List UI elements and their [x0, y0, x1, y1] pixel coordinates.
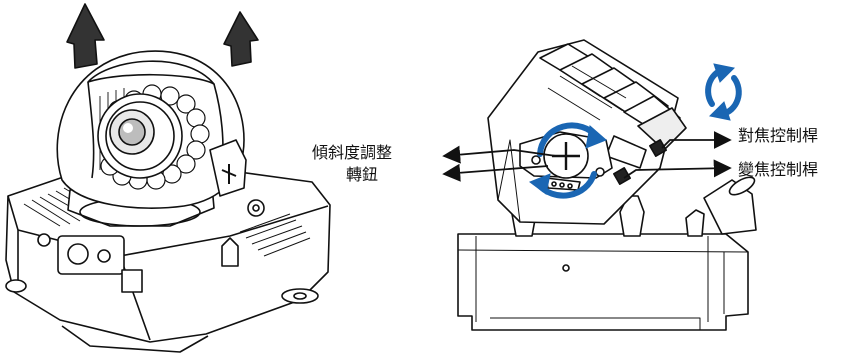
tilt-leader-arrow-upper	[442, 145, 557, 164]
tilt-rotation-arrows	[528, 122, 607, 199]
zoom-lever-label: 變焦控制桿	[738, 160, 819, 179]
leader-lines	[442, 131, 732, 182]
dome-camera-illustration	[5, 3, 331, 353]
focus-lever-label: 對焦控制桿	[738, 126, 819, 145]
focus-leader-arrow	[661, 131, 732, 149]
rotate-lens-icon	[705, 63, 742, 121]
tilt-knob-label: 傾斜度調整	[312, 143, 393, 162]
tilt-knob-label-line2: 轉鈕	[346, 165, 379, 184]
lift-arrow-right-icon	[223, 11, 259, 67]
tilt-leader-arrow-lower	[442, 163, 549, 182]
lift-arrow-left-icon	[66, 3, 105, 69]
zoom-leader-arrow	[623, 159, 732, 179]
lens-module-side-view	[457, 39, 757, 331]
